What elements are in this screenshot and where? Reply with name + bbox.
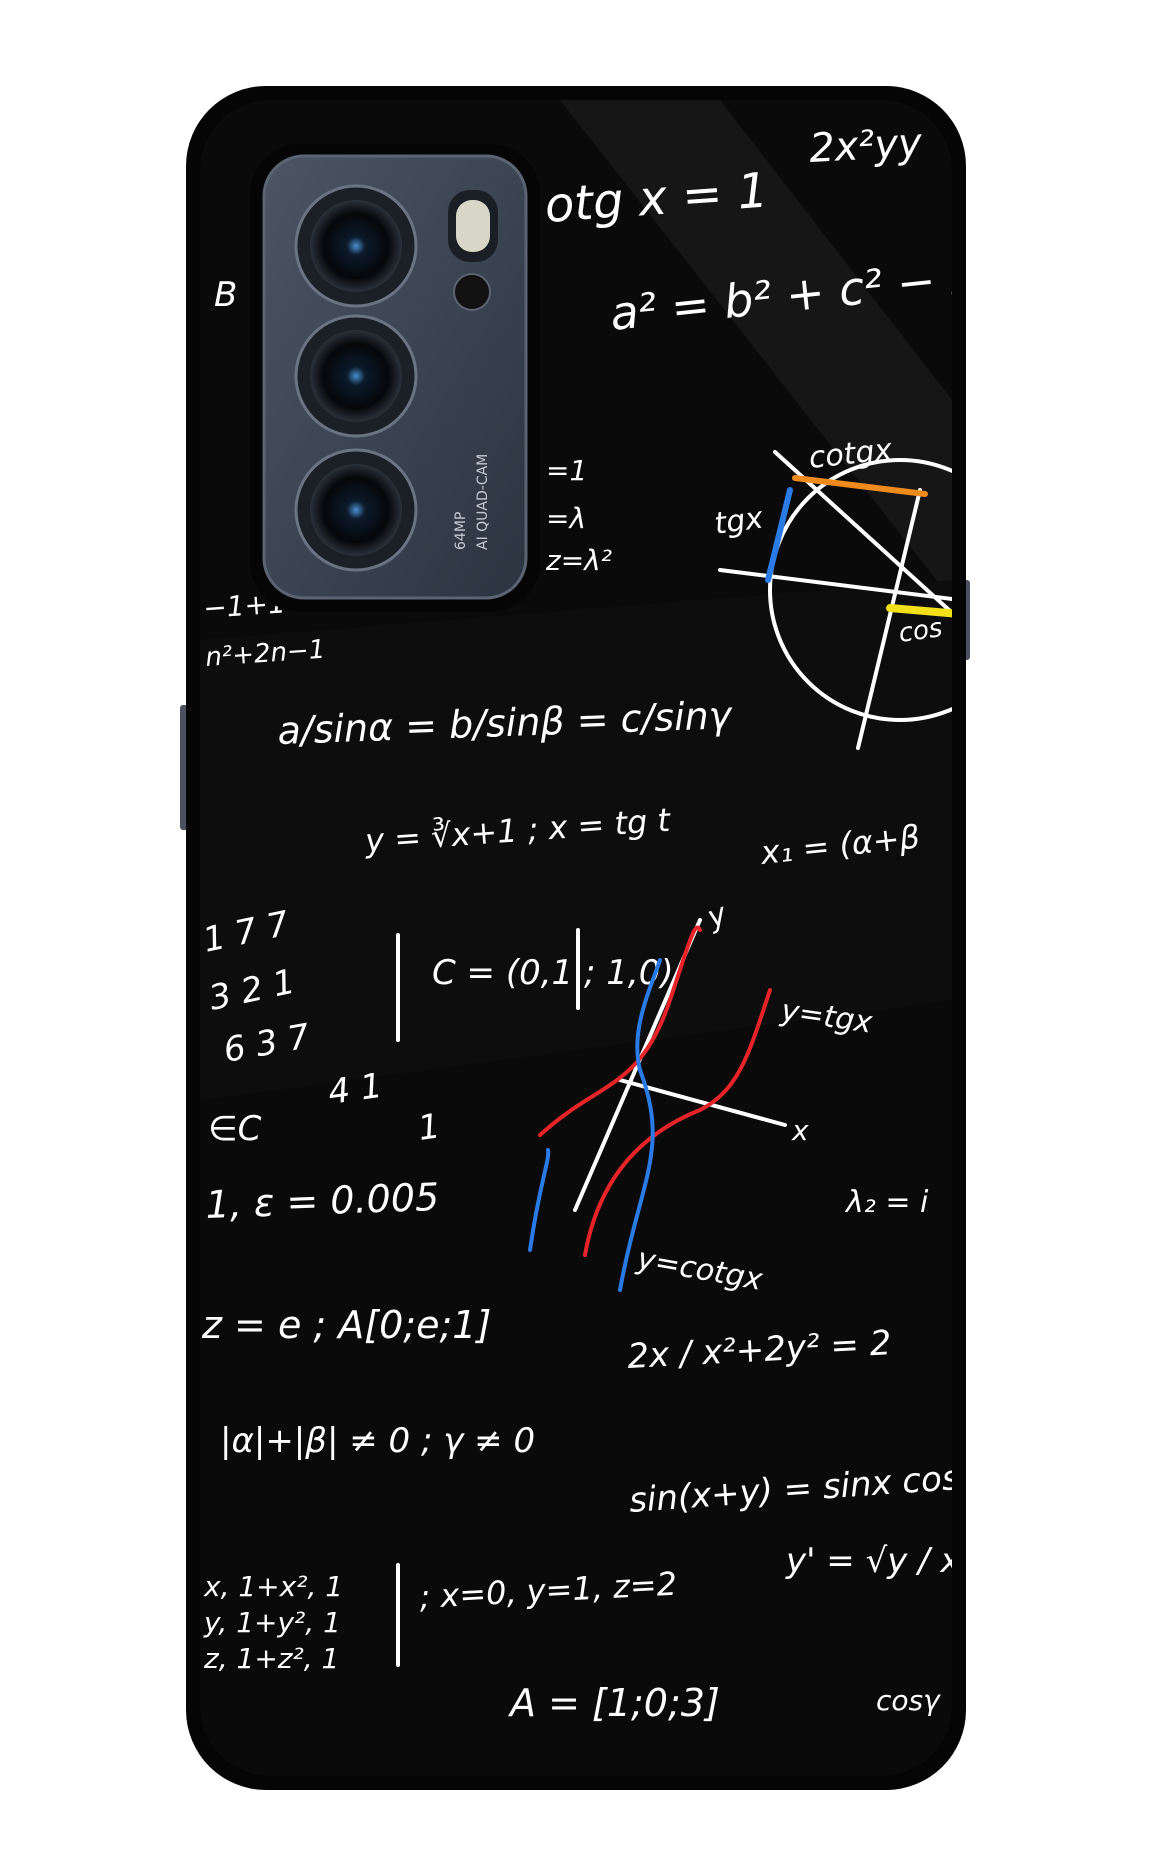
camera-label-line1: 64MP [453,512,469,550]
formula-text: cosγ [876,1684,941,1717]
camera-module: 64MP AI QUAD-CAM [250,144,540,612]
formula-text: y, 1+y², 1 [203,1606,341,1639]
unit-circle-diagram [718,450,952,750]
formula-text: =1 [546,454,587,487]
formula-text: cos [897,613,944,649]
reflection [200,580,952,1100]
camera-label-line2: AI QUAD-CAM [475,454,491,550]
formula-text: λ₂ = i [844,1185,929,1220]
formula-text: y' = √y / x+2 [785,1541,1011,1581]
formula-text: B [214,275,237,315]
formula-text: ∈C [208,1109,262,1149]
tangent-graph [396,918,787,1667]
camera-lens [294,448,418,572]
formula-text: 1, ε = 0.005 [205,1175,440,1227]
formula-text: tgx [712,500,765,541]
formula-text: z=λ² [545,544,612,577]
formula-text: z, 1+z², 1 [203,1642,339,1675]
formula-text: 4 1 [326,1066,385,1113]
formula-text: |α|+|β| ≠ 0 ; γ ≠ 0 [220,1421,535,1461]
formula-text: A = [1;0;3] [507,1681,720,1725]
flash-icon [456,200,490,252]
camera-lens [294,314,418,438]
formula-text: x, 1+x², 1 [203,1570,343,1603]
formula-text: C = (0,1 ; 1,0) [432,953,674,993]
sensor-icon [453,273,491,311]
formula-text: x [791,1114,809,1147]
formula-text: =λ [546,502,586,535]
reflection [560,100,952,600]
formula-text: z = e ; A[0;e;1] [201,1303,491,1347]
formula-text: 2x²yy [808,120,924,172]
camera-lens [294,184,418,308]
